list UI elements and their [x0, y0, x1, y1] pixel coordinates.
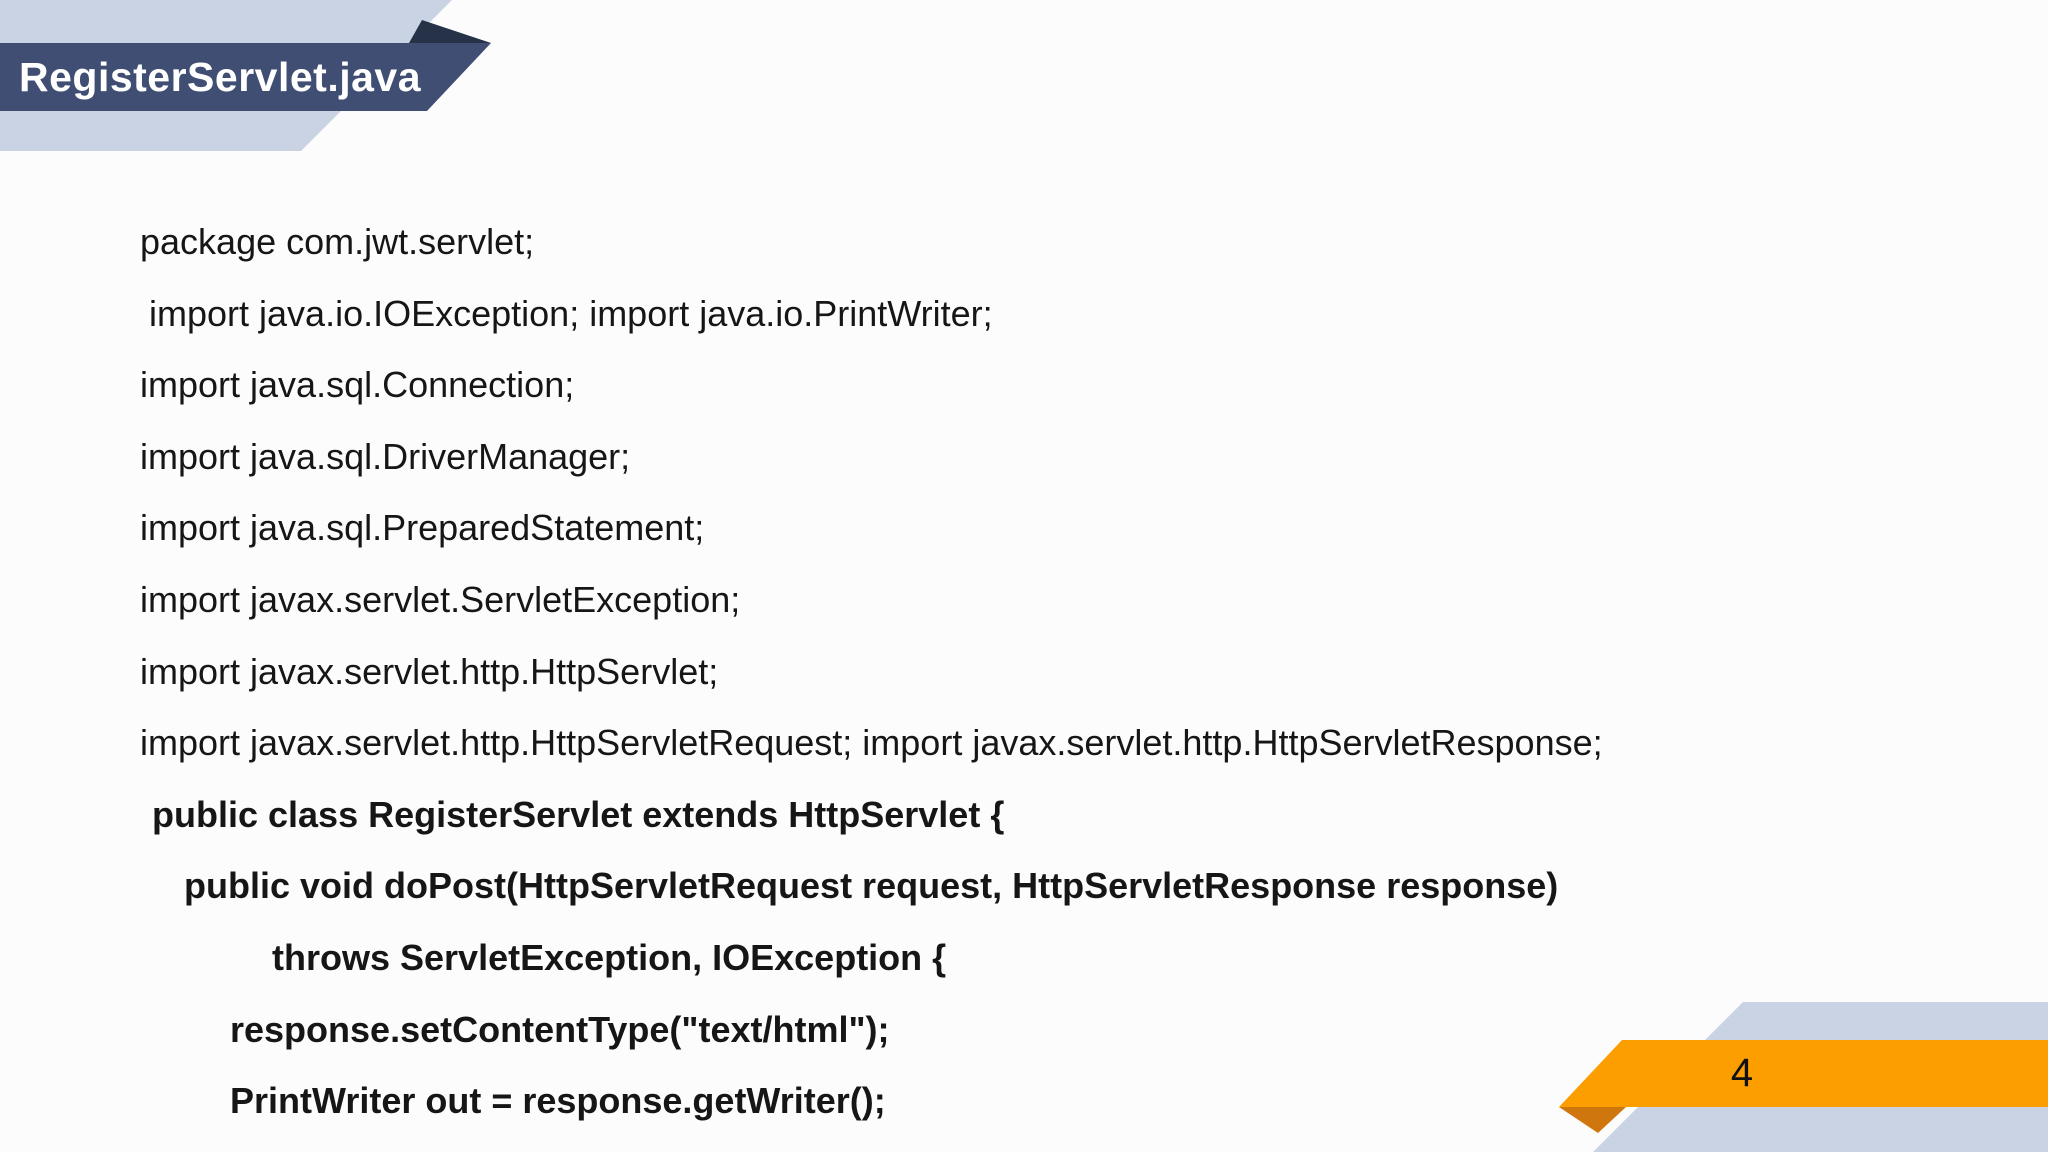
title-ribbon-fold-shape [409, 20, 491, 43]
title-ribbon-shape [0, 43, 491, 111]
footer-ribbon-fold-shape [1559, 1107, 1626, 1133]
code-line: import javax.servlet.http.HttpServletReq… [140, 722, 1603, 764]
slide-title: RegisterServlet.java [19, 53, 422, 100]
code-line: package com.jwt.servlet; [140, 221, 535, 262]
code-line: import java.io.IOException; import java.… [149, 292, 993, 334]
code-line: public void doPost(HttpServletRequest re… [184, 865, 1559, 907]
code-line: import java.sql.PreparedStatement; [140, 507, 705, 549]
title-ribbon-decoration [0, 0, 491, 151]
code-line: import java.sql.Connection; [140, 364, 575, 406]
code-line: response.setContentType("text/html"); [230, 1008, 890, 1050]
code-line: public class RegisterServlet extends Htt… [152, 793, 1005, 835]
code-line: import java.sql.DriverManager; [140, 435, 631, 477]
code-block: package com.jwt.servlet; import java.io.I… [140, 206, 1603, 1137]
code-line: PrintWriter out = response.getWriter(); [230, 1080, 886, 1122]
code-line: import javax.servlet.http.HttpServlet; [140, 650, 719, 692]
code-line: import javax.servlet.ServletException; [140, 578, 741, 620]
page-number: 4 [1730, 1051, 1754, 1095]
footer-ribbon-shape [1559, 1040, 2048, 1107]
code-line: throws ServletException, IOException { [272, 936, 947, 978]
page-number-ribbon-decoration [1559, 1002, 2048, 1152]
